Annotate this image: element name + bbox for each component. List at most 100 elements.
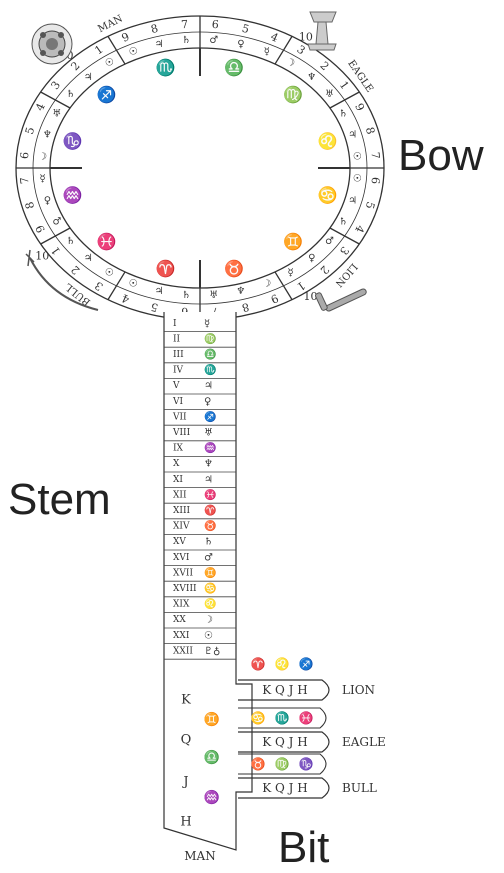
sign-row-glyph: ♑ xyxy=(299,757,314,771)
planet-glyph: ♆ xyxy=(307,72,316,83)
planet-glyph: ♀ xyxy=(237,39,244,50)
sign-row-glyph: ♉ xyxy=(251,757,266,771)
stem-numeral: XVII xyxy=(173,568,193,578)
stem-glyph: ♊ xyxy=(204,566,216,579)
sector-number: 2 xyxy=(317,263,331,277)
planet-glyph: ♆ xyxy=(236,286,245,297)
sign-glyph: ♐ xyxy=(97,85,117,104)
stem-glyph: ♋ xyxy=(204,582,216,595)
suit-letters: K Q J H xyxy=(262,735,308,749)
planet-glyph: ☉ xyxy=(105,58,114,69)
sector-number: 7 xyxy=(18,176,32,184)
bow-label: Bow xyxy=(398,134,484,178)
sign-glyph: ♍ xyxy=(283,85,303,104)
sector-number: 9 xyxy=(33,223,48,235)
court-letter: K xyxy=(181,693,191,708)
planet-glyph: ☿ xyxy=(40,174,46,185)
sign-glyph: ♋ xyxy=(318,185,338,204)
stem-numeral: VIII xyxy=(172,428,191,438)
stem-numeral: IV xyxy=(173,366,184,376)
court-glyph: ♒ xyxy=(204,790,220,806)
sign-glyph: ♈ xyxy=(156,259,176,278)
court-letter: Q xyxy=(181,733,192,748)
stem-label: Stem xyxy=(8,478,111,522)
ring-inner-edge xyxy=(50,48,350,288)
stem-numeral: X xyxy=(173,459,180,469)
sector-number: 3 xyxy=(48,79,63,92)
stem-numeral: VII xyxy=(172,412,187,422)
bit-bottom-label: MAN xyxy=(184,849,215,863)
planet-glyph: ♃ xyxy=(155,39,164,50)
sector-number: 2 xyxy=(317,59,331,73)
sector-number: 3 xyxy=(294,43,307,58)
creature-label: LION xyxy=(332,261,359,289)
stem-glyph: ♒ xyxy=(204,441,216,454)
planet-glyph: ♃ xyxy=(84,72,93,83)
court-glyph: ♎ xyxy=(204,750,220,766)
stem-glyph: ♐ xyxy=(204,410,216,423)
planet-glyph: ♃ xyxy=(348,196,357,207)
planet-glyph: ♃ xyxy=(348,129,357,140)
stem-numeral: II xyxy=(173,334,181,344)
stem-glyph: ♉ xyxy=(204,519,216,532)
stem-numeral: III xyxy=(173,350,184,360)
planet-glyph: ♅ xyxy=(52,108,61,119)
planet-glyph: ♄ xyxy=(66,89,75,100)
planet-glyph: ♄ xyxy=(339,108,348,119)
planet-glyph: ☉ xyxy=(129,279,138,290)
sign-row-glyph: ♈ xyxy=(251,657,266,671)
stem-glyph: ♆ xyxy=(204,459,213,470)
planet-glyph: ♅ xyxy=(209,290,218,301)
stem-numeral: XIII xyxy=(173,506,191,516)
sign-row-glyph: ♐ xyxy=(299,657,314,671)
sector-number: 5 xyxy=(363,200,377,210)
stem-numeral: IX xyxy=(173,444,184,454)
sign-glyph: ♑ xyxy=(63,132,83,151)
stem-glyph: ♃ xyxy=(204,381,213,392)
stem-glyph: ☿ xyxy=(204,318,210,329)
stem-glyph: ♏ xyxy=(204,363,216,376)
stem-numeral: VI xyxy=(172,397,183,407)
man-emblem xyxy=(32,24,72,64)
sector-number: 8 xyxy=(149,22,159,36)
sector-number: 5 xyxy=(149,300,159,314)
planet-glyph: ☉ xyxy=(129,46,138,57)
bit-label: Bit xyxy=(278,826,329,870)
sector-number: 4 xyxy=(33,101,48,113)
stem-glyph: ♀ xyxy=(204,396,211,407)
stem-glyph: ♃ xyxy=(204,474,213,485)
sector-number: 7 xyxy=(181,18,189,32)
stem-numeral: XXI xyxy=(173,631,190,641)
sign-row-glyph: ♓ xyxy=(299,711,314,725)
stem-numeral: XX xyxy=(173,615,186,625)
sector-number: 1 xyxy=(48,244,63,257)
sign-glyph: ♎ xyxy=(224,58,244,77)
creature-label: EAGLE xyxy=(345,58,375,94)
stem-glyph: ♇♁ xyxy=(204,646,220,657)
stem-glyph: ♓ xyxy=(204,488,216,501)
sign-row-glyph: ♌ xyxy=(275,657,290,671)
suit-name: LION xyxy=(342,683,375,697)
planet-glyph: ♄ xyxy=(339,217,348,228)
sector-number: 9 xyxy=(120,30,132,45)
sector-number: 6 xyxy=(369,176,383,184)
planet-glyph: ☽ xyxy=(286,58,295,69)
sector-number: 8 xyxy=(363,126,377,136)
sector-number: 9 xyxy=(268,291,280,306)
stem-glyph: ♍ xyxy=(204,332,216,345)
stem-numeral: XVI xyxy=(173,553,190,563)
sign-glyph: ♉ xyxy=(224,259,244,278)
planet-glyph: ♄ xyxy=(182,290,191,301)
planet-glyph: ☿ xyxy=(288,267,294,278)
suit-letters: K Q J H xyxy=(262,781,308,795)
planet-glyph: ♃ xyxy=(84,253,93,264)
suit-name: BULL xyxy=(342,781,377,795)
planet-glyph: ☽ xyxy=(38,151,47,162)
stem-glyph: ♄ xyxy=(204,537,213,548)
sector-number: 1 xyxy=(337,79,352,92)
planet-glyph: ♄ xyxy=(182,35,191,46)
sector-number: 6 xyxy=(211,18,219,32)
sector-number: 2 xyxy=(68,263,82,277)
stem-glyph: ♌ xyxy=(204,597,216,610)
ten-number: 10 xyxy=(299,30,313,43)
